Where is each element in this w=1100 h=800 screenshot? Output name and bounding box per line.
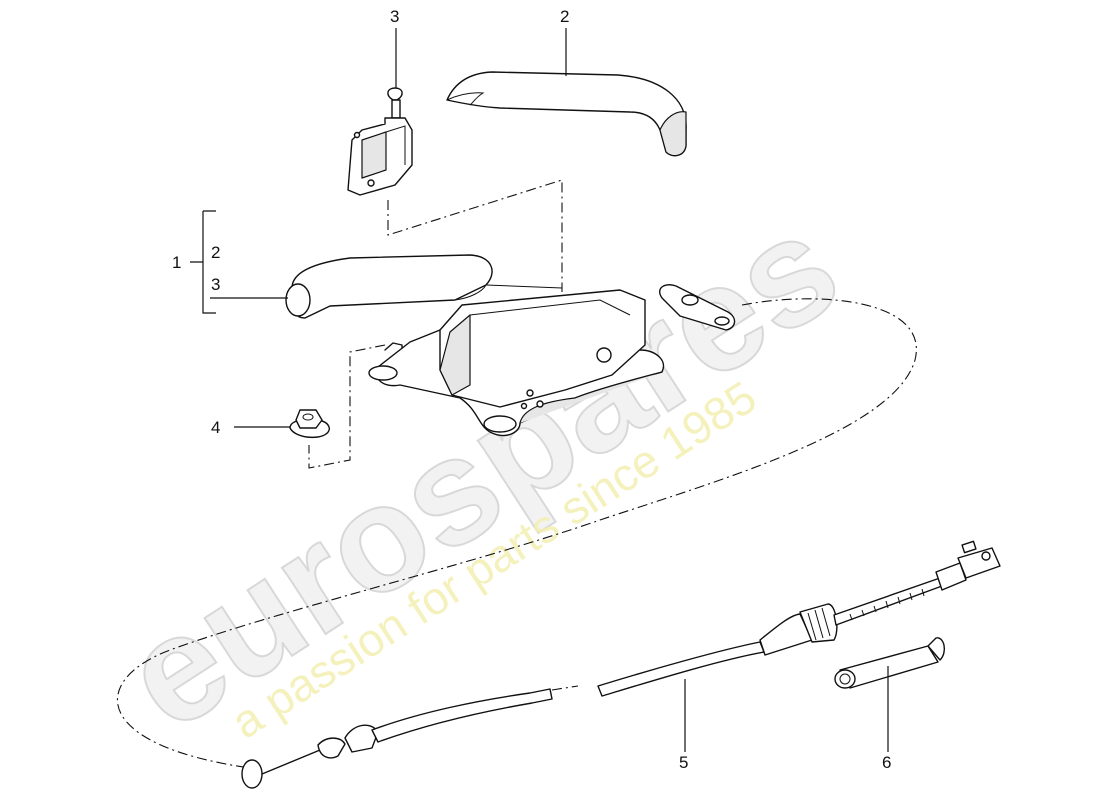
callout-2: 2 — [560, 7, 569, 26]
flange-nut-part — [289, 409, 330, 439]
leader-1-bracket — [190, 210, 216, 314]
sleeve-part — [834, 637, 946, 689]
assembly-line-cap — [387, 179, 563, 292]
handbrake-lever-part — [285, 254, 736, 437]
callout-5: 5 — [679, 753, 688, 772]
callout-3: 3 — [390, 7, 399, 26]
assembly-line-nut — [308, 344, 386, 469]
callout-labels: 3 2 1 2 3 4 5 6 — [172, 7, 891, 772]
callout-1: 1 — [172, 253, 181, 272]
callout-4: 4 — [211, 418, 220, 437]
lever-cap-part — [446, 71, 687, 157]
callout-1-sub-2: 2 — [211, 243, 220, 262]
cable-routing-line — [117, 298, 917, 769]
leader-lines — [190, 28, 889, 752]
brake-cable-part — [241, 540, 1001, 789]
callout-6: 6 — [882, 753, 891, 772]
callout-1-sub-3: 3 — [211, 275, 220, 294]
release-button-part — [347, 87, 413, 353]
cable-gap-line — [551, 685, 579, 691]
